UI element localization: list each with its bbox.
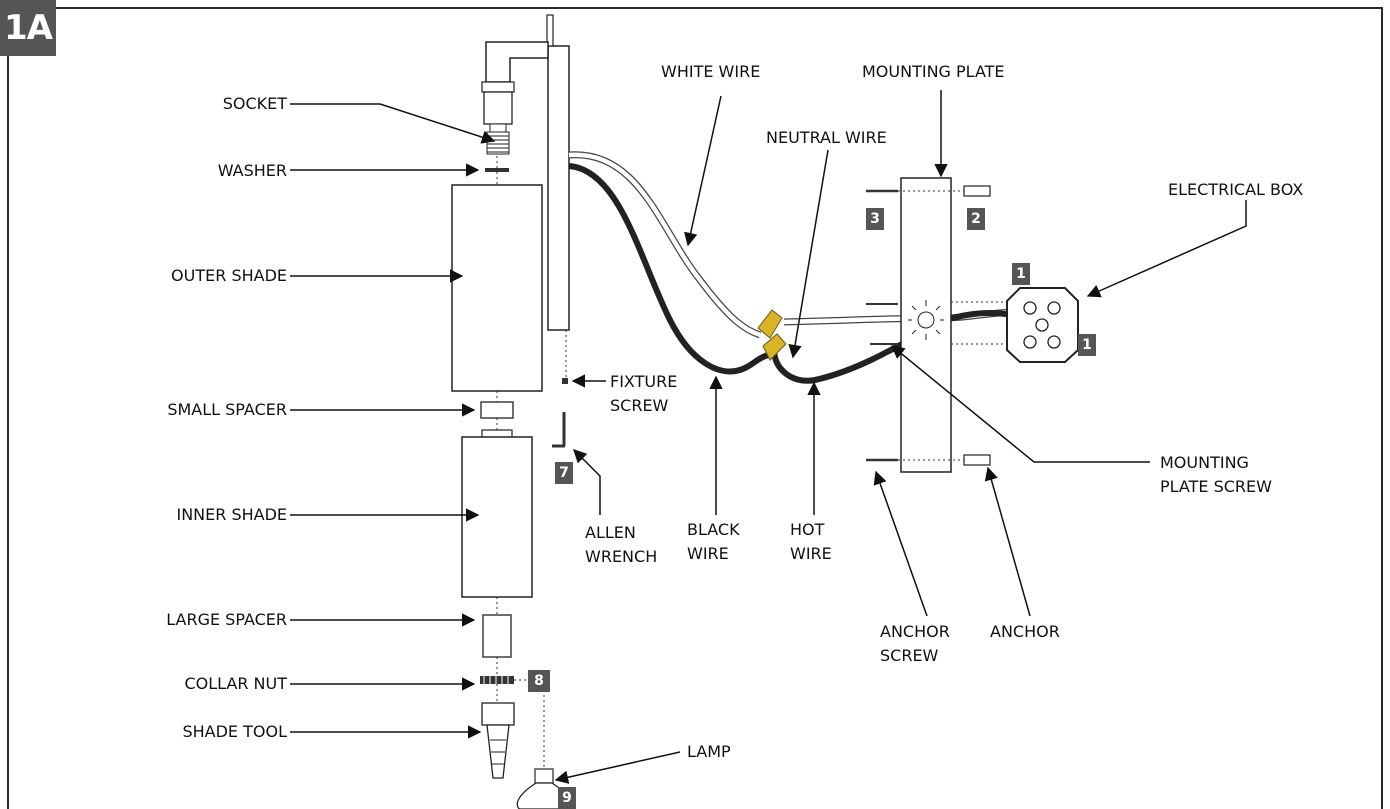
socket (483, 91, 513, 155)
label-anchor-screw-line2: SCREW (880, 646, 939, 665)
mounting-plate-slot (908, 300, 944, 340)
label-inner-shade: INNER SHADE (176, 505, 287, 524)
electrical-box (1006, 287, 1079, 363)
label-hot-wire-line2: WIRE (790, 544, 832, 563)
tag-3: 3 (866, 208, 884, 230)
figure-badge: 1A (0, 0, 56, 56)
lamp-bulb (516, 768, 572, 809)
label-shade-tool: SHADE TOOL (182, 722, 287, 741)
label-fixture-screw-line1: FIXTURE (610, 372, 678, 391)
guide-lines (898, 190, 1050, 461)
outer-shade (451, 184, 543, 392)
label-small-spacer: SMALL SPACER (167, 400, 287, 419)
label-hot-wire-line1: HOT (790, 520, 825, 539)
tag-2: 2 (967, 208, 985, 230)
fixture-backplate (546, 14, 570, 331)
wire-nuts (757, 309, 787, 361)
label-black-wire-line1: BLACK (687, 520, 740, 539)
label-allen-wrench-line1: ALLEN (585, 523, 636, 542)
label-anchor: ANCHOR (990, 622, 1060, 641)
inner-shade (461, 436, 533, 598)
mounting-plate (900, 177, 952, 473)
label-outer-shade: OUTER SHADE (171, 266, 287, 285)
label-neutral-wire: NEUTRAL WIRE (766, 128, 887, 147)
leader-lines (290, 90, 1247, 784)
label-socket: SOCKET (222, 94, 287, 113)
label-white-wire: WHITE WIRE (661, 62, 761, 81)
tag-7: 7 (555, 462, 573, 484)
label-anchor-screw-line1: ANCHOR (880, 622, 950, 641)
tag-1-right: 1 (1078, 334, 1096, 356)
label-lamp: LAMP (687, 742, 731, 761)
collar-nut (480, 676, 514, 684)
tag-1-top: 1 (1012, 263, 1030, 285)
fixture-screw (562, 378, 568, 384)
label-black-wire-line2: WIRE (687, 544, 729, 563)
small-spacer (480, 401, 514, 419)
label-mounting-plate-screw-line1: MOUNTING (1160, 453, 1249, 472)
label-mounting-plate: MOUNTING PLATE (862, 62, 1005, 81)
washer (485, 168, 509, 172)
hot-wire-path (771, 310, 1031, 384)
wires (568, 151, 1031, 384)
large-spacer (482, 614, 512, 658)
label-mounting-plate-screw-line2: PLATE SCREW (1160, 477, 1272, 496)
label-collar-nut: COLLAR NUT (184, 674, 287, 693)
tag-8: 8 (528, 670, 550, 692)
shade-tool (481, 702, 515, 779)
label-washer: WASHER (217, 161, 287, 180)
label-electrical-box: ELECTRICAL BOX (1168, 180, 1304, 199)
fixture-arm (481, 41, 549, 93)
label-fixture-screw-line2: SCREW (610, 396, 669, 415)
figure-frame (7, 7, 1383, 809)
anchor-screws (866, 189, 898, 462)
allen-wrench (552, 412, 566, 448)
tag-9: 9 (558, 787, 576, 809)
label-large-spacer: LARGE SPACER (166, 610, 287, 629)
label-allen-wrench-line2: WRENCH (585, 547, 658, 566)
black-wire-path (568, 163, 769, 375)
